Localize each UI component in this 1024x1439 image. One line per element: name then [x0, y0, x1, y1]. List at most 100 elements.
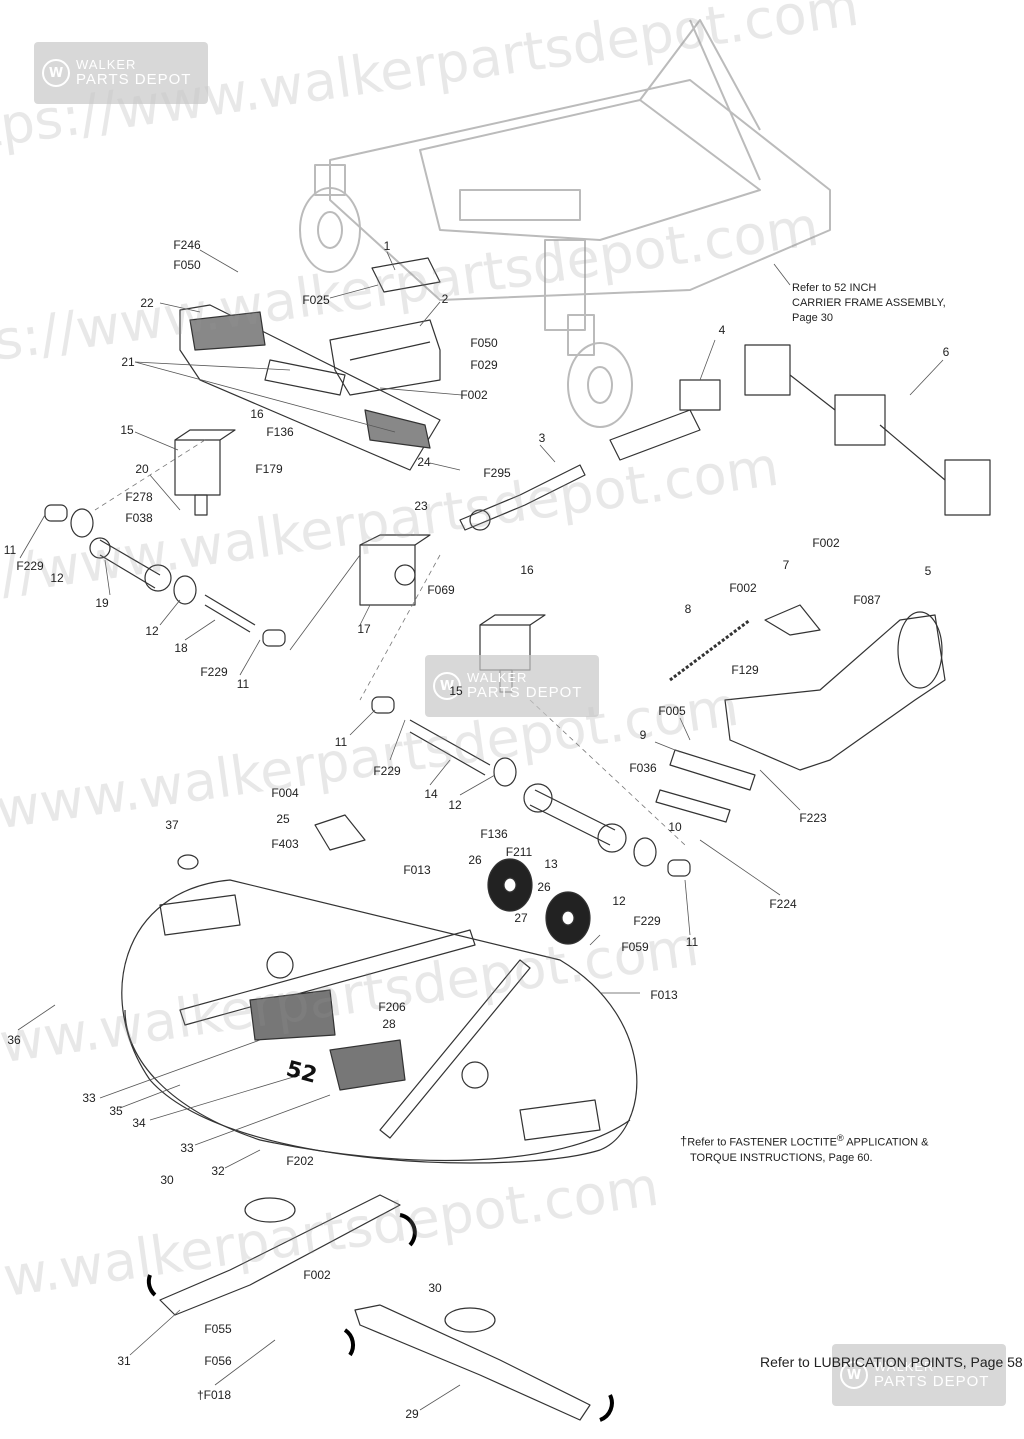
rotation-arrows	[146, 1213, 614, 1422]
brand-badge-top: W WALKER PARTS DEPOT	[34, 42, 208, 104]
label-F018: †F018	[196, 1388, 232, 1402]
label-29: 29	[405, 1407, 419, 1421]
brand-line1: WALKER	[467, 670, 528, 686]
label-F087: F087	[853, 593, 881, 607]
brand-line2: PARTS DEPOT	[76, 70, 192, 88]
bracket-2	[329, 319, 441, 396]
label-F013: F013	[650, 988, 678, 1002]
alignment-lines	[94, 439, 686, 846]
registered-mark: ®	[837, 1133, 844, 1143]
note-line: CARRIER FRAME ASSEMBLY,	[792, 297, 946, 309]
label-1: 1	[383, 239, 391, 253]
label-4: 4	[718, 323, 726, 337]
label-13: 13	[544, 857, 558, 871]
carrier-frame-note: Refer to 52 INCH CARRIER FRAME ASSEMBLY,…	[792, 281, 946, 326]
bracket-7	[764, 604, 821, 636]
brand-line2: PARTS DEPOT	[874, 1372, 990, 1390]
label-F246: F246	[173, 238, 201, 252]
label-22: 22	[140, 296, 154, 310]
label-F229: F229	[633, 914, 661, 928]
label-16: 16	[250, 407, 264, 421]
label-35: 35	[109, 1104, 123, 1118]
label-21: 21	[121, 355, 135, 369]
spring-8	[669, 618, 751, 682]
shaft-13	[523, 783, 627, 853]
label-16: 16	[520, 563, 534, 577]
label-25: 25	[276, 812, 290, 826]
note-line: Page 30	[792, 312, 833, 324]
label-F002: F002	[729, 581, 757, 595]
label-F223: F223	[799, 811, 827, 825]
label-23: 23	[414, 499, 428, 513]
gearbox-6	[744, 344, 991, 516]
bearings	[44, 504, 691, 877]
label-36: 36	[7, 1033, 21, 1047]
label-7: 7	[782, 558, 790, 572]
label-F229: F229	[373, 764, 401, 778]
gearbox-15-left	[174, 429, 236, 516]
label-F059: F059	[621, 940, 649, 954]
brand-logo-icon: W	[433, 672, 461, 700]
label-F013: F013	[403, 863, 431, 877]
label-F202: F202	[286, 1154, 314, 1168]
note-line: Refer to 52 INCH	[792, 282, 877, 294]
hub-30	[244, 1197, 496, 1333]
label-F211: F211	[505, 845, 533, 859]
belt-cover-22	[179, 304, 441, 471]
brand-line2: PARTS DEPOT	[467, 683, 583, 701]
label-9: 9	[639, 728, 647, 742]
label-F129: F129	[731, 663, 759, 677]
fastener-note: †Refer to FASTENER LOCTITE® APPLICATION …	[680, 1131, 929, 1166]
label-F229: F229	[200, 665, 228, 679]
label-3: 3	[538, 431, 546, 445]
label-12: 12	[50, 571, 64, 585]
label-24: 24	[417, 455, 431, 469]
washer-37	[177, 854, 199, 870]
discharge-chute-5	[724, 611, 946, 771]
label-26: 26	[468, 853, 482, 867]
label-F295: F295	[483, 466, 511, 480]
shaft-19	[89, 537, 172, 592]
hinge-9	[669, 749, 756, 791]
label-F069: F069	[427, 583, 455, 597]
label-F029: F029	[470, 358, 498, 372]
label-2: 2	[441, 292, 449, 306]
label-F036: F036	[629, 761, 657, 775]
label-F055: F055	[204, 1322, 232, 1336]
dagger-symbol: †	[680, 1133, 688, 1149]
label-15: 15	[449, 684, 463, 698]
label-33: 33	[82, 1091, 96, 1105]
shaft-18	[204, 594, 256, 633]
bracket-25	[314, 814, 366, 851]
label-F005: F005	[658, 704, 686, 718]
label-5: 5	[924, 564, 932, 578]
driveline-3	[459, 464, 586, 531]
brand-badge-bottom: W WALKER PARTS DEPOT	[832, 1344, 1006, 1406]
shaft-14	[409, 719, 491, 776]
label-18: 18	[174, 641, 188, 655]
brand-logo-icon: W	[840, 1361, 868, 1389]
strap-10	[655, 789, 731, 823]
label-8: 8	[684, 602, 692, 616]
label-33: 33	[180, 1141, 194, 1155]
label-32: 32	[211, 1164, 225, 1178]
leader-lines	[17, 249, 944, 1411]
driveshaft-4	[609, 379, 721, 461]
fastener-note-prefix: Refer to FASTENER LOCTITE	[687, 1136, 837, 1149]
label-F136: F136	[266, 425, 294, 439]
label-F229: F229	[16, 559, 44, 573]
label-F056: F056	[204, 1354, 232, 1368]
brand-logo-icon: W	[42, 59, 70, 87]
mower-deck	[121, 879, 638, 1164]
label-12: 12	[145, 624, 159, 638]
label-6: 6	[942, 345, 950, 359]
label-F278: F278	[125, 490, 153, 504]
brand-line1: WALKER	[874, 1359, 935, 1375]
blade-31	[159, 1194, 401, 1316]
label-14: 14	[424, 787, 438, 801]
label-10: 10	[668, 820, 682, 834]
label-34: 34	[132, 1116, 146, 1130]
label-17: 17	[357, 622, 371, 636]
fastener-note-suffix: APPLICATION &	[843, 1136, 929, 1149]
label-27: 27	[514, 911, 528, 925]
